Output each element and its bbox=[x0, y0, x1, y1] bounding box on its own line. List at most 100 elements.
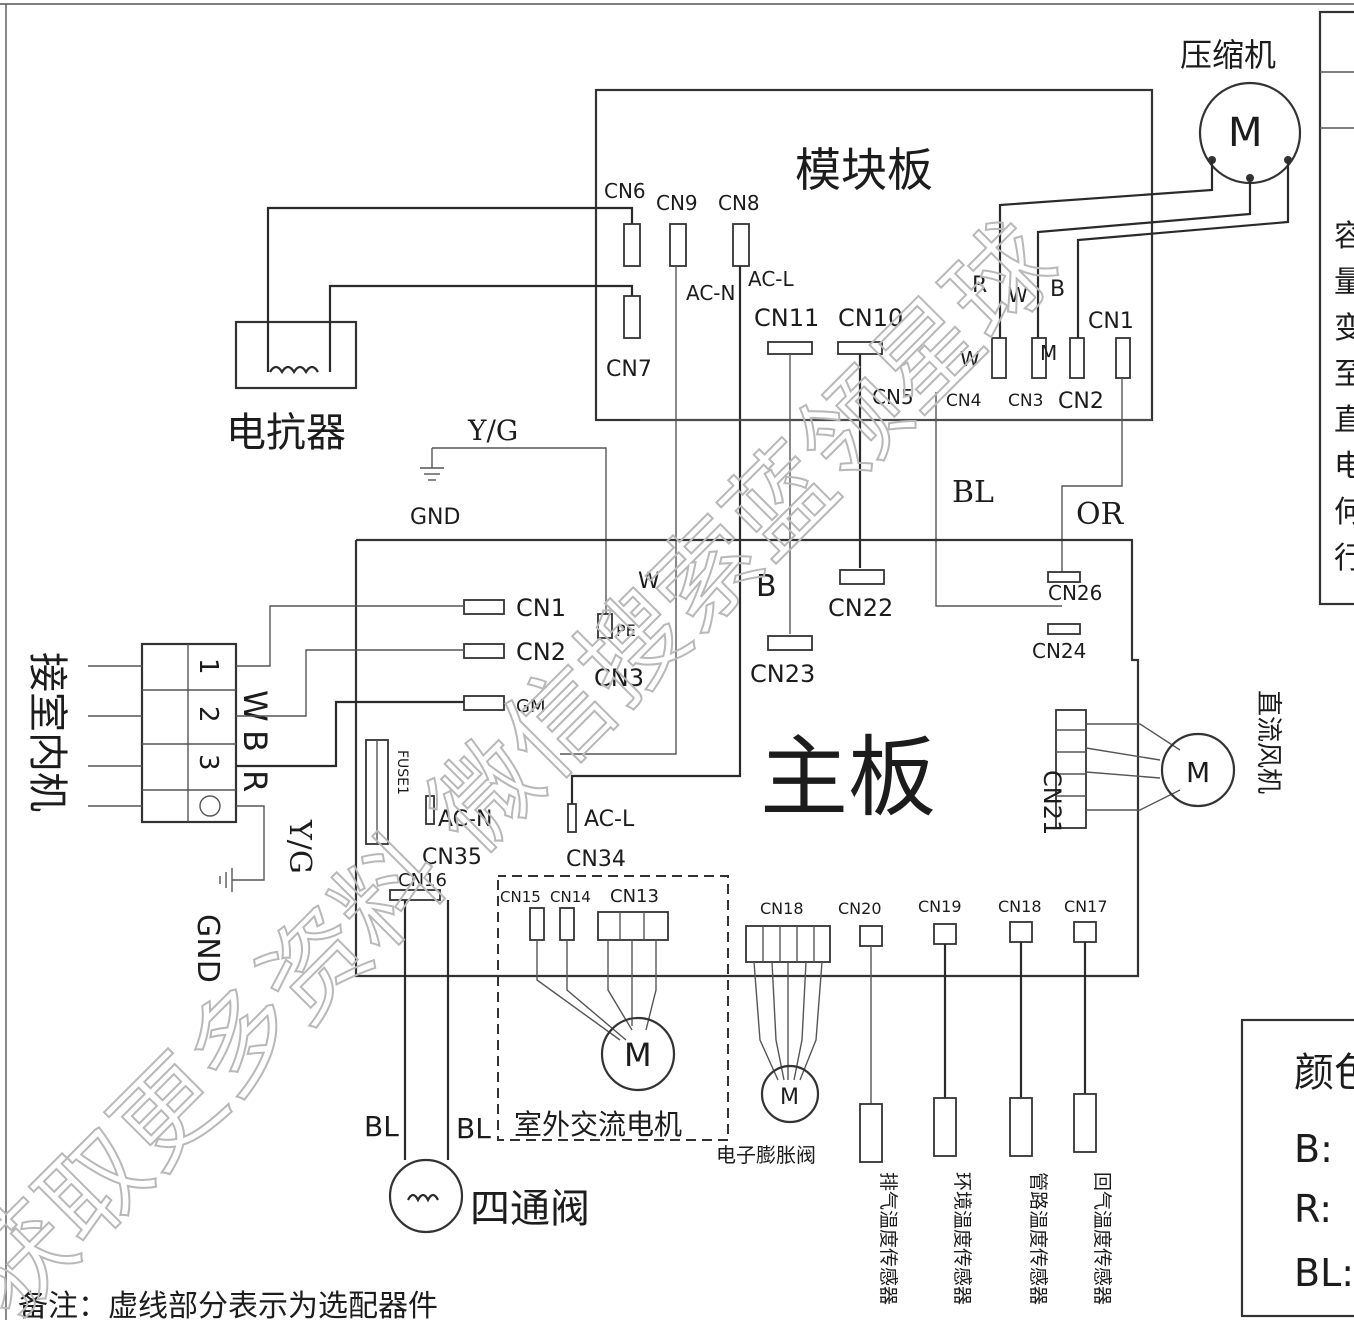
mod-wire-b: B bbox=[1050, 277, 1065, 302]
cn19-connector bbox=[933, 923, 957, 945]
dc-fan-wire-1 bbox=[1086, 723, 1181, 751]
sensor-1-probe bbox=[859, 1103, 883, 1163]
mod-wire-r: R bbox=[972, 273, 987, 298]
cn14-connector bbox=[559, 907, 575, 941]
sensor-3-probe bbox=[1009, 1097, 1033, 1157]
cn1-mod-connector bbox=[1115, 337, 1131, 379]
spec-panel-char: 容 bbox=[1334, 219, 1354, 254]
reactor-wire-cn7 bbox=[328, 284, 634, 372]
cn20-label: CN20 bbox=[838, 899, 882, 918]
cn18b-connector bbox=[1009, 921, 1033, 943]
indoor-wire-3 bbox=[236, 700, 464, 768]
yg-left-label: Y/G bbox=[282, 819, 317, 874]
eev-circle bbox=[760, 1064, 820, 1124]
color-legend-b: B: bbox=[1294, 1127, 1333, 1171]
sensor-4-probe bbox=[1073, 1093, 1097, 1153]
wire-w-label: W bbox=[236, 690, 274, 722]
cn24-label: CN24 bbox=[1032, 639, 1086, 663]
reactor-coil bbox=[269, 365, 319, 375]
sensor-labels: 排气温度传感器环境温度传感器管路温度传感器回气温度传感器 bbox=[877, 1172, 1113, 1305]
indoor-wire-2 bbox=[236, 649, 464, 717]
motor-wire-3 bbox=[607, 940, 633, 1031]
yg-top-wire bbox=[432, 447, 607, 614]
sensor-label: 环境温度传感器 bbox=[951, 1172, 973, 1305]
eev-label: 电子膨胀阀 bbox=[716, 1143, 816, 1167]
outdoor-motor-letter: M bbox=[624, 1036, 652, 1074]
acn-wire bbox=[560, 266, 677, 755]
or-top-label: OR bbox=[1076, 497, 1125, 532]
mod-acn-label: AC-N bbox=[686, 281, 735, 305]
color-legend-bl: BL: bbox=[1294, 1251, 1354, 1295]
cn35-label: CN35 bbox=[422, 845, 482, 870]
cn22-connector bbox=[839, 569, 885, 585]
cn7-connector bbox=[623, 295, 641, 339]
compressor-motor-letter: M bbox=[1228, 110, 1263, 156]
reactor-box bbox=[234, 320, 358, 390]
or-wire bbox=[1061, 378, 1123, 572]
reactor-wire-cn6 bbox=[266, 206, 634, 372]
spec-panel-char: 量 bbox=[1334, 265, 1354, 300]
cn8-connector bbox=[732, 223, 750, 267]
dc-fan-wire-3 bbox=[1085, 771, 1161, 779]
four-way-valve-coil bbox=[407, 1193, 439, 1203]
compressor-label: 压缩机 bbox=[1180, 36, 1276, 74]
fuse-label: FUSE1 bbox=[394, 750, 410, 795]
eev-wire-1 bbox=[753, 961, 779, 1081]
valve-bl-right: BL bbox=[456, 1112, 491, 1145]
sensor-2-probe bbox=[933, 1097, 957, 1157]
spec-panel bbox=[1318, 10, 1354, 606]
gnd-top-label: GND bbox=[410, 505, 460, 530]
mod-acl-label: AC-L bbox=[748, 267, 795, 291]
outdoor-motor-circle bbox=[600, 1016, 676, 1092]
terminal-1: 1 bbox=[193, 658, 223, 675]
sensor-label: 管路温度传感器 bbox=[1027, 1172, 1049, 1305]
cn17-label: CN17 bbox=[1064, 897, 1108, 916]
motor-wire-1 bbox=[536, 940, 621, 1041]
spec-panel-char: 变 bbox=[1334, 311, 1354, 346]
compressor-wire-r bbox=[998, 160, 1214, 338]
cn13-connector bbox=[597, 911, 669, 941]
dc-fan-wire-4 bbox=[1086, 789, 1181, 811]
cn15-connector bbox=[529, 907, 545, 941]
wire-r-label: R bbox=[236, 770, 274, 792]
spec-panel-char: 电 bbox=[1334, 449, 1354, 484]
acn-main-connector bbox=[425, 795, 435, 825]
four-way-valve-label: 四通阀 bbox=[470, 1186, 590, 1232]
spec-panel-char: 行 bbox=[1334, 541, 1354, 576]
cn26-connector bbox=[1047, 571, 1081, 583]
terminal-2: 2 bbox=[193, 706, 223, 723]
cn22-label: CN22 bbox=[828, 594, 893, 622]
cn1-mod-label: CN1 bbox=[1088, 309, 1134, 334]
cn2-main-label: CN2 bbox=[516, 638, 566, 666]
dc-fan-wire-2 bbox=[1085, 747, 1161, 761]
terminal-block bbox=[140, 642, 238, 824]
eev-wire-2 bbox=[771, 961, 785, 1081]
cn4-label: CN4 bbox=[946, 391, 981, 411]
spec-panel-char: 何 bbox=[1334, 495, 1354, 530]
dc-fan-circle bbox=[1160, 732, 1236, 808]
acl-main-label: AC-L bbox=[584, 807, 635, 832]
outdoor-motor-label: 室外交流电机 bbox=[514, 1108, 682, 1141]
cn13-label: CN13 bbox=[610, 886, 659, 907]
cn11-connector bbox=[767, 341, 813, 355]
mod-wire-w: W bbox=[1008, 283, 1028, 307]
valve-bl-left: BL bbox=[364, 1110, 399, 1143]
cn2-mod-label: CN2 bbox=[1058, 389, 1104, 414]
eev-wire-4 bbox=[793, 961, 807, 1081]
compressor-wire-b bbox=[1076, 160, 1290, 338]
pe-label: PE bbox=[616, 621, 636, 640]
cn16-connector bbox=[389, 889, 441, 901]
indoor-link-label: 接室内机 bbox=[24, 652, 70, 812]
gm-label: GM bbox=[516, 696, 545, 717]
reactor-label: 电抗器 bbox=[226, 410, 346, 456]
note-text: 备注：虚线部分表示为选配器件 bbox=[18, 1289, 438, 1324]
cn15-label: CN15 bbox=[500, 888, 541, 906]
cn1-main-connector bbox=[463, 599, 505, 615]
indoor-wire-1 bbox=[236, 605, 464, 667]
cn1-main-label: CN1 bbox=[516, 594, 566, 622]
sensor-label: 排气温度传感器 bbox=[877, 1172, 899, 1305]
terminal-earth-icon bbox=[199, 795, 221, 817]
cn3-mod-label: CN3 bbox=[1008, 391, 1043, 411]
